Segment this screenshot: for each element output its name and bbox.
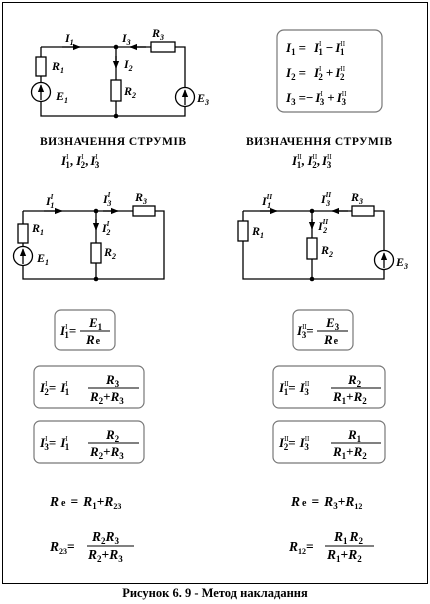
svg-text:R2: R2 (103, 245, 116, 261)
svg-text:R3: R3 (134, 190, 147, 206)
label-i3: I3 (121, 31, 131, 47)
formula-r12: R12= (288, 539, 314, 556)
svg-text:R2: R2 (105, 427, 120, 444)
svg-text:R1+R2: R1+R2 (332, 444, 367, 461)
svg-text:E1: E1 (88, 315, 103, 332)
svg-text:R3: R3 (350, 190, 363, 206)
svg-text:E3: E3 (325, 315, 340, 332)
svg-text:R1+R2: R1+R2 (332, 389, 367, 406)
label-e1: E1 (55, 89, 68, 105)
svg-text:R2+R3: R2+R3 (89, 444, 124, 461)
svg-text:R3: R3 (105, 372, 120, 389)
circuit-e1-only (12, 205, 165, 280)
main-circuit (30, 41, 196, 117)
svg-text:II2: II2 (101, 220, 110, 237)
node-dot (113, 44, 119, 50)
node-dot (93, 276, 99, 282)
label-r2: R2 (123, 84, 136, 100)
label-e3: E3 (196, 91, 209, 107)
circuit-e3-only (237, 205, 395, 280)
node-dot (93, 208, 99, 214)
svg-text:Re: Re (323, 332, 339, 347)
svg-text:R2+R3: R2+R3 (89, 389, 124, 406)
main-circuit-labels: I1 I3 I2 R3 R1 R2 E1 E3 (51, 26, 209, 107)
figure-frame (2, 2, 428, 584)
formula-boxes (33, 309, 386, 464)
svg-text:R2: R2 (347, 372, 362, 389)
resistor-r3 (150, 41, 176, 53)
right-heading: ВИЗНАЧЕННЯ СТРУМІВ (246, 136, 393, 148)
svg-text:R2: R2 (320, 243, 333, 259)
svg-text:E3: E3 (395, 255, 408, 271)
svg-text:R1+R2: R1+R2 (326, 547, 362, 564)
node-dot (309, 208, 315, 214)
figure-caption: Рисунок 6. 9 - Метод накладання (122, 586, 308, 600)
svg-text:II1: II1 (45, 193, 54, 210)
node-dot (309, 276, 315, 282)
svg-text:R1: R1 (347, 427, 362, 444)
formula-r23: R23= (49, 539, 75, 556)
svg-text:R2R3: R2R3 (91, 529, 120, 546)
main-equations-box (276, 29, 383, 113)
svg-text:R1: R1 (31, 221, 44, 237)
label-i2: I2 (123, 57, 133, 73)
fraction-bars (80, 330, 381, 547)
node-dot (113, 113, 119, 119)
svg-text:II3: II3 (102, 191, 111, 208)
label-i1: I1 (64, 31, 74, 47)
left-heading: ВИЗНАЧЕННЯ СТРУМІВ (40, 136, 187, 148)
resistor-r1 (35, 56, 47, 77)
svg-text:R2+R3: R2+R3 (87, 547, 123, 564)
svg-text:R1: R1 (251, 224, 264, 240)
resistor-r2 (110, 79, 122, 102)
svg-text:Re: Re (85, 332, 101, 347)
label-r1: R1 (51, 59, 64, 75)
svg-text:E1: E1 (36, 251, 49, 267)
label-r3: R3 (151, 26, 164, 42)
